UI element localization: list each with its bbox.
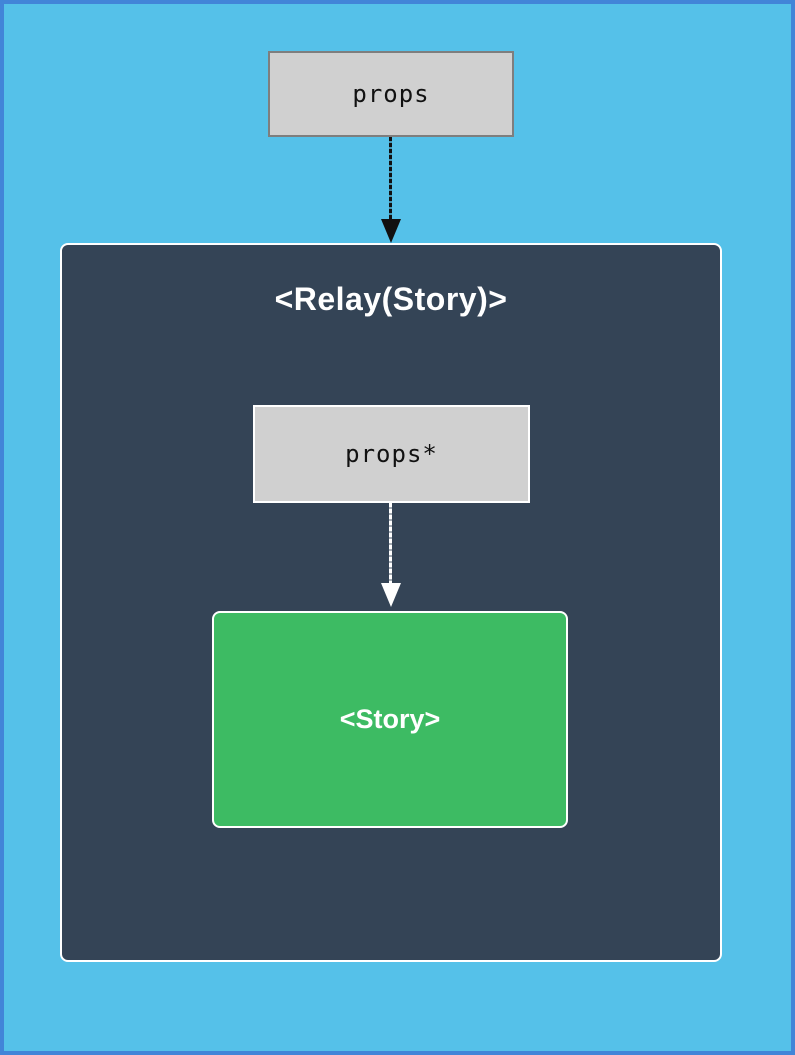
arrow-head-icon [381, 583, 401, 607]
outer-props-label: props [352, 80, 430, 108]
story-box: <Story> [212, 611, 568, 828]
arrow-down-icon [381, 137, 401, 243]
outer-props-box: props [268, 51, 514, 137]
arrow-head-icon [381, 219, 401, 243]
arrow-down-icon [381, 503, 401, 608]
arrow-stem [389, 503, 392, 585]
relay-container: <Relay(Story)> props* <Story> [60, 243, 722, 962]
arrow-stem [389, 137, 392, 221]
inner-props-box: props* [253, 405, 530, 503]
story-label: <Story> [339, 704, 441, 734]
inner-props-label: props* [345, 440, 438, 468]
relay-container-title: <Relay(Story)> [274, 281, 508, 317]
